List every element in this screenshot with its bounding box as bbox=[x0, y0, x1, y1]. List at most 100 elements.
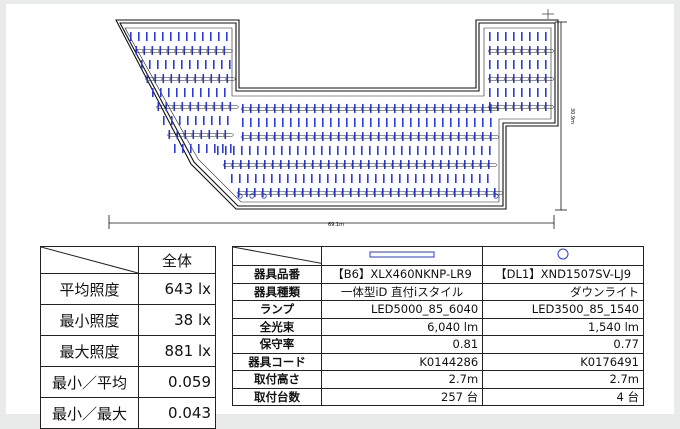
luminaire-b6 bbox=[265, 146, 267, 155]
inner-wall bbox=[119, 22, 556, 207]
luminaire-b6 bbox=[376, 160, 378, 169]
luminaire-b6 bbox=[394, 132, 396, 141]
luminaire-b6 bbox=[346, 118, 348, 127]
luminaire-b6 bbox=[346, 132, 348, 141]
luminaire-b6 bbox=[162, 74, 165, 83]
luminaire-b6 bbox=[288, 160, 290, 169]
luminaire-b6 bbox=[205, 102, 208, 111]
dimension-width-label: 69.1m bbox=[328, 222, 344, 228]
luminaire-b6 bbox=[458, 118, 460, 127]
fixture-value-dl1: 0.77 bbox=[482, 335, 644, 354]
luminaire-b6 bbox=[521, 102, 523, 111]
luminaire-b6 bbox=[163, 116, 165, 125]
fixture-corner-cell bbox=[232, 246, 322, 266]
luminaire-b6 bbox=[221, 60, 223, 69]
luminaire-b6 bbox=[274, 132, 276, 141]
luminaire-b6 bbox=[194, 74, 197, 83]
luminaire-b6 bbox=[322, 132, 324, 141]
luminaire-b6 bbox=[222, 144, 224, 153]
north-mark bbox=[542, 9, 554, 19]
luminaire-b6 bbox=[423, 174, 425, 183]
luminaire-b6 bbox=[545, 102, 547, 111]
fixture-value-dl1: 【DL1】XND1507SV-LJ9 bbox=[482, 265, 644, 284]
luminaire-dl1 bbox=[249, 193, 255, 199]
luminaire-b6 bbox=[473, 146, 475, 155]
luminaire-b6 bbox=[466, 132, 468, 141]
luminaire-b6 bbox=[270, 188, 272, 197]
luminaire-b6 bbox=[438, 188, 440, 197]
luminaire-b6 bbox=[203, 116, 205, 125]
luminaire-b6 bbox=[456, 160, 458, 169]
luminaire-b6 bbox=[529, 74, 531, 83]
luminaire-b6 bbox=[458, 104, 460, 113]
luminaire-b6 bbox=[394, 104, 396, 113]
luminaire-b6 bbox=[521, 88, 523, 97]
luminaire-b6 bbox=[310, 188, 312, 197]
luminaire-b6 bbox=[418, 104, 420, 113]
luminaire-b6 bbox=[490, 104, 492, 113]
luminaire-b6 bbox=[199, 46, 202, 55]
luminaire-b6 bbox=[230, 144, 232, 153]
luminaire-b6 bbox=[545, 32, 547, 41]
luminaire-b6 bbox=[213, 102, 216, 111]
dimension-lines bbox=[108, 21, 567, 229]
luminaire-b6 bbox=[335, 174, 337, 183]
luminaire-b6 bbox=[182, 144, 184, 153]
luminaire-b6 bbox=[218, 74, 221, 83]
luminaire-b6 bbox=[171, 116, 173, 125]
luminaire-b6 bbox=[223, 46, 226, 55]
luminaire-b6 bbox=[208, 130, 211, 139]
luminaire-b6 bbox=[360, 160, 362, 169]
fixture-label: 取付高さ bbox=[232, 370, 322, 389]
luminaire-b6 bbox=[426, 118, 428, 127]
luminaire-b6 bbox=[401, 146, 403, 155]
luminaire-b6 bbox=[402, 118, 404, 127]
luminaire-b6 bbox=[426, 104, 428, 113]
luminaire-b6 bbox=[474, 118, 476, 127]
luminaire-b6 bbox=[537, 60, 539, 69]
luminaire-b6 bbox=[233, 146, 235, 155]
luminaire-b6 bbox=[418, 118, 420, 127]
luminaire-b6 bbox=[214, 144, 216, 153]
luminaire-b6 bbox=[385, 146, 387, 155]
luminaire-b6 bbox=[226, 74, 229, 83]
luminaire-b6 bbox=[258, 104, 260, 113]
luminaire-b6 bbox=[392, 160, 394, 169]
luminaire-b6 bbox=[298, 132, 300, 141]
luminaire-b6 bbox=[386, 118, 388, 127]
isolux-loop bbox=[488, 106, 500, 112]
luminaire-b6 bbox=[384, 160, 386, 169]
luminaire-b6 bbox=[146, 74, 149, 83]
luminaire-b6 bbox=[313, 146, 315, 155]
luminaire-b6 bbox=[442, 104, 444, 113]
summary-value: 881 lx bbox=[138, 335, 216, 367]
luminaire-b6 bbox=[410, 132, 412, 141]
luminaire-b6 bbox=[216, 88, 218, 97]
summary-value: 38 lx bbox=[138, 304, 216, 336]
luminaire-b6 bbox=[454, 188, 456, 197]
luminaire-b6 bbox=[440, 160, 442, 169]
luminaire-b6 bbox=[264, 160, 266, 169]
isolux-loop bbox=[223, 132, 234, 138]
luminaire-b6 bbox=[241, 146, 243, 155]
luminaire-b6 bbox=[130, 32, 132, 41]
luminaire-b6 bbox=[513, 60, 515, 69]
fixture-value-dl1: ダウンライト bbox=[482, 282, 644, 301]
luminaire-b6 bbox=[168, 130, 171, 139]
luminaire-b6 bbox=[290, 118, 292, 127]
table-row: 器具コード K0144286 K0176491 bbox=[232, 352, 644, 371]
isolux-contours bbox=[124, 27, 552, 203]
luminaire-b6 bbox=[242, 118, 244, 127]
luminaire-b6 bbox=[513, 32, 515, 41]
luminaire-b6 bbox=[173, 60, 175, 69]
luminaire-b6 bbox=[383, 174, 385, 183]
fixture-value-b6: 257 台 bbox=[320, 387, 484, 406]
luminaire-b6 bbox=[210, 74, 213, 83]
luminaire-b6 bbox=[489, 46, 491, 55]
luminaire-b6 bbox=[282, 132, 284, 141]
luminaire-b6 bbox=[200, 130, 203, 139]
luminaire-b6 bbox=[247, 174, 249, 183]
luminaire-b6 bbox=[337, 146, 339, 155]
luminaire-b6 bbox=[399, 174, 401, 183]
luminaire-b6 bbox=[141, 60, 143, 69]
